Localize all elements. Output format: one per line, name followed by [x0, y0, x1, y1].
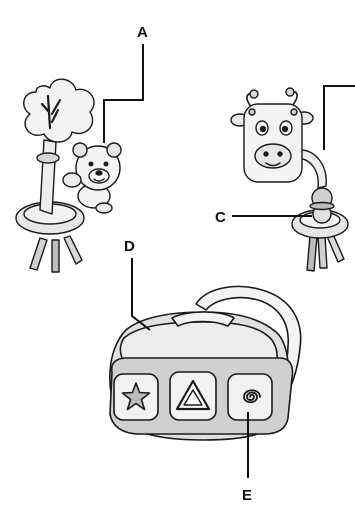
callout-a-leader: [104, 44, 143, 143]
giraffe-face-icon: [231, 88, 313, 182]
tree-rattle-icon: [24, 79, 94, 142]
key-remote-toy: [110, 286, 301, 440]
tree-bear-rattle-toy: [16, 79, 121, 272]
rattle-beads: [310, 188, 334, 223]
callout-c-label: C: [215, 209, 226, 226]
giraffe-stem-leader: [324, 86, 355, 150]
giraffe-rattle-toy: [231, 88, 348, 271]
callout-e-label: E: [242, 487, 252, 504]
callout-d-label: D: [124, 238, 135, 255]
callout-a-label: A: [137, 24, 148, 41]
rattle-keys: [30, 236, 82, 272]
teddy-bear-icon: [63, 143, 121, 213]
